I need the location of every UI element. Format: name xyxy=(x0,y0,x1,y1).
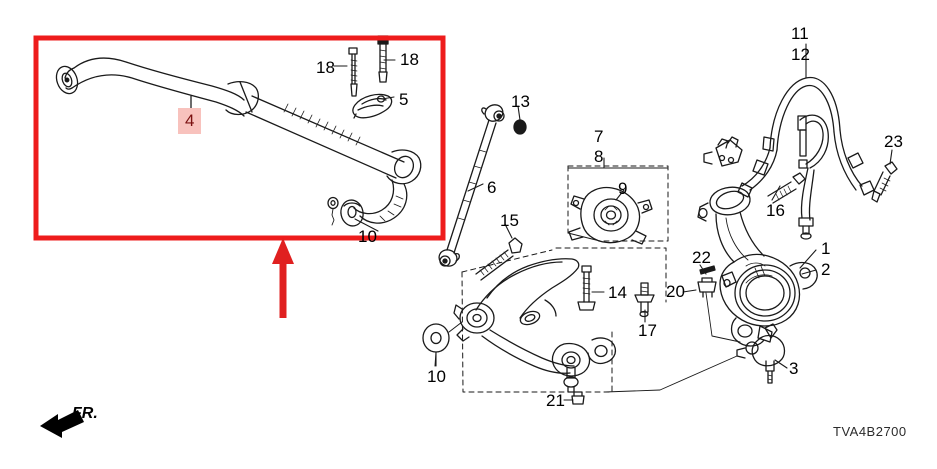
callout-18-right: 18 xyxy=(400,50,419,69)
nut-21-drawing xyxy=(571,391,585,405)
callout-18-left: 18 xyxy=(316,58,335,77)
bolt-16-drawing xyxy=(767,172,806,204)
pin-22-drawing xyxy=(699,265,716,275)
callout-14: 14 xyxy=(608,283,627,302)
callout-15: 15 xyxy=(500,211,519,230)
callout-11: 11 xyxy=(791,24,809,43)
bolt-15-drawing xyxy=(475,237,523,281)
callout-21: 21 xyxy=(546,391,565,410)
red-pointer-arrow xyxy=(272,238,294,318)
front-direction-arrow-icon xyxy=(40,410,84,438)
callout-10-lower: 10 xyxy=(427,367,446,386)
callout-9: 9 xyxy=(618,179,628,198)
callout-5: 5 xyxy=(399,90,409,109)
callout-20: 20 xyxy=(666,282,685,301)
compliance-bushing-9-drawing xyxy=(568,186,653,245)
callout-7: 7 xyxy=(594,127,604,146)
callout-1: 1 xyxy=(821,239,831,258)
callout-8: 8 xyxy=(594,147,604,166)
bolt-18-left-drawing xyxy=(348,47,358,97)
steering-knuckle-drawing xyxy=(697,186,818,347)
callout-22: 22 xyxy=(692,248,711,267)
lower-control-arm-drawing xyxy=(453,258,617,393)
highlight-label-4: 4 xyxy=(178,108,202,134)
callout-12: 12 xyxy=(791,45,810,64)
callout-10-upper: 10 xyxy=(358,227,377,246)
front-direction-label: FR. xyxy=(72,405,98,422)
callout-6: 6 xyxy=(487,178,497,197)
callout-2: 2 xyxy=(821,260,831,279)
ball-joint-3-drawing xyxy=(736,323,786,384)
callout-17: 17 xyxy=(638,321,657,340)
highlight-box xyxy=(33,35,446,241)
abs-sensor-harness-drawing xyxy=(703,76,875,240)
leader-lines xyxy=(190,43,893,401)
bolt-14-drawing xyxy=(577,265,596,311)
callout-13: 13 xyxy=(511,92,530,111)
callout-23: 23 xyxy=(884,132,903,151)
washer-10-lower-drawing xyxy=(422,323,450,353)
diagram-part-number: TVA4B2700 xyxy=(833,424,907,439)
nut-13-drawing xyxy=(513,119,527,135)
callout-16: 16 xyxy=(766,201,785,220)
dashed-box-lower-arm xyxy=(461,247,667,393)
bolt-18-right-drawing xyxy=(377,35,389,83)
bolt-23-drawing xyxy=(871,161,898,203)
bracket-5-drawing xyxy=(352,93,393,119)
clip-20-drawing xyxy=(697,277,717,298)
callout-3: 3 xyxy=(789,359,799,378)
stabilizer-bar-drawing xyxy=(55,57,422,227)
